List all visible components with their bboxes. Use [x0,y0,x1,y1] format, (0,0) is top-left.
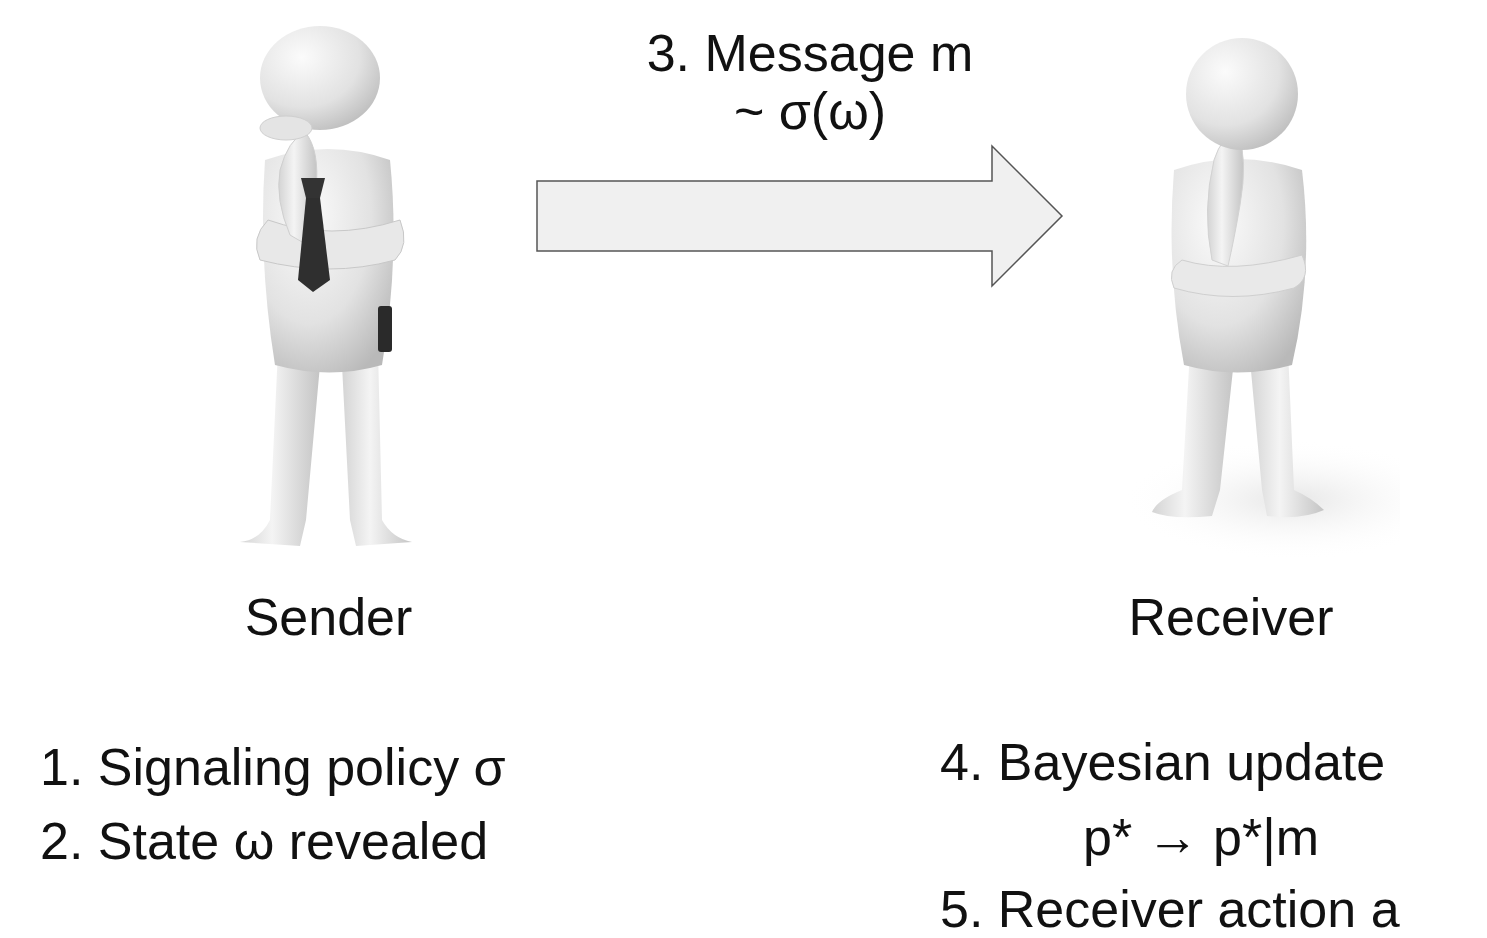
block-arrow [537,146,1062,286]
step-note: 1. Signaling policy σ [40,738,506,798]
sender-body [240,26,412,546]
step-note: p* → p*|m [1083,808,1319,868]
step-note: 5. Receiver action a [940,880,1400,938]
step-note: 4. Bayesian update [940,733,1385,793]
step-note: 2. State ω revealed [40,812,488,872]
node-caption: Sender [120,588,537,648]
figure-name: Sender [120,588,537,648]
node-caption: Receiver [1062,588,1400,648]
message-label: 3. Message m ~ σ(ω) [640,24,980,140]
sender-figure [120,20,537,580]
receiver-figure [1062,20,1400,580]
figure-name: Receiver [1062,588,1400,648]
receiver-body [1122,38,1400,560]
sender-node: Sender [120,20,537,670]
receiver-node: Receiver [1062,20,1400,670]
